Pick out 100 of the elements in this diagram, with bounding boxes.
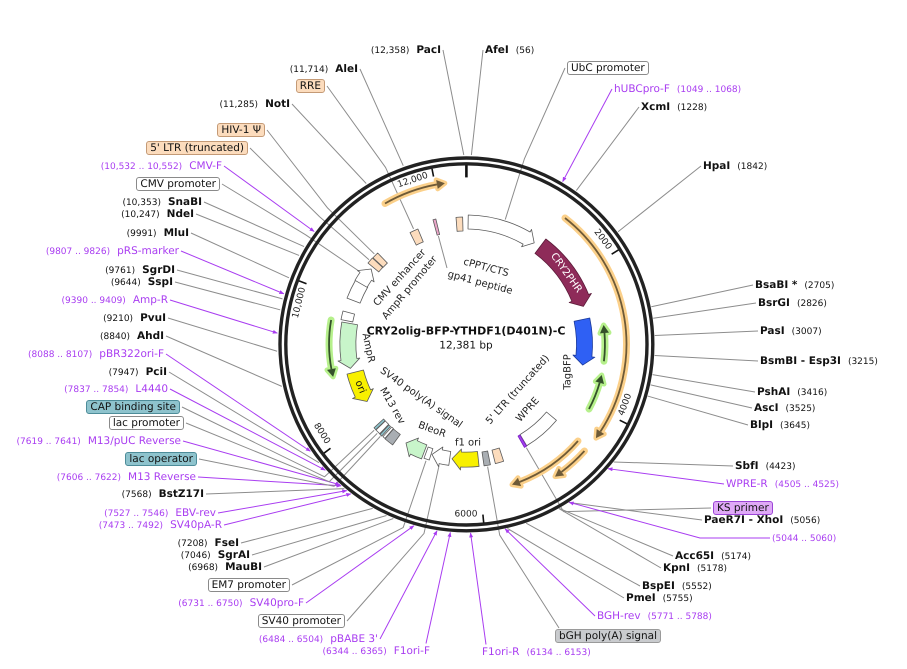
feature-label: lac operator xyxy=(125,452,197,466)
restriction-site-label: PaeR7I - XhoI (5056) xyxy=(704,514,820,526)
leader-line xyxy=(166,354,311,452)
leader-line xyxy=(250,148,370,260)
leader-line xyxy=(252,514,387,556)
restriction-site-label: BspEI (5552) xyxy=(642,580,712,592)
feature-label: bGH poly(A) signal xyxy=(555,629,662,643)
leader-line xyxy=(206,488,345,494)
feature-block xyxy=(375,420,390,436)
feature-block xyxy=(379,424,392,438)
primer-label: (7527 .. 7546) EBV-rev xyxy=(104,506,216,520)
restriction-site-label: AfeI (56) xyxy=(485,44,534,56)
restriction-site-label: BsmBI - Esp3I (3215) xyxy=(760,354,878,368)
leader-line xyxy=(182,440,340,486)
leader-line xyxy=(470,50,484,156)
feature-name: TagBFP xyxy=(562,354,574,390)
primer-label: (5044 .. 5060) xyxy=(772,532,836,544)
restriction-site-label: (9761) SgrDI xyxy=(105,264,175,276)
restriction-site-label: Acc65I (5174) xyxy=(675,550,752,562)
leader-line xyxy=(652,302,756,319)
leader-line xyxy=(504,68,566,220)
primer-label: hUBCpro-F (1049 .. 1068) xyxy=(614,82,742,96)
leader-line xyxy=(650,284,754,308)
feature-block xyxy=(481,450,492,467)
leader-line xyxy=(360,68,404,166)
primer-label: (9390 .. 9409) Amp-R xyxy=(62,294,168,306)
leader-line xyxy=(568,502,770,538)
leader-line xyxy=(650,384,752,408)
leader-line xyxy=(176,270,283,300)
restriction-site-label: (6968) MauBI xyxy=(188,560,262,574)
leader-line xyxy=(306,525,414,604)
restriction-site-label: KpnI (5178) xyxy=(663,562,727,574)
primer-label: WPRE-R (4505 .. 4525) xyxy=(726,478,840,490)
primer-label: (7606 .. 7622) M13 Reverse xyxy=(56,470,196,484)
directional-feature xyxy=(354,268,376,288)
restriction-site-label: PshAI (3416) xyxy=(757,386,828,398)
leader-line xyxy=(613,461,734,466)
leader-line xyxy=(487,466,560,628)
feature-label: lac promoter xyxy=(108,416,184,430)
restriction-site-label: (12,358) PacI xyxy=(370,44,441,56)
directional-feature xyxy=(467,214,536,248)
scale-label: 10,000 xyxy=(290,286,309,320)
leader-line xyxy=(222,184,360,272)
leader-line xyxy=(170,300,278,334)
leader-line xyxy=(442,50,464,156)
leader-line xyxy=(647,396,748,426)
leader-line xyxy=(218,489,348,514)
leader-line xyxy=(266,130,375,254)
feature-block xyxy=(367,257,384,274)
leader-line xyxy=(608,467,724,484)
leader-line xyxy=(654,354,758,362)
primer-label: (6344 .. 6365) F1ori-F xyxy=(322,644,430,658)
primer-label: (7837 .. 7854) L4440 xyxy=(64,382,168,396)
restriction-site-label: BlpI (3645) xyxy=(750,418,810,432)
feature-label: KS primer xyxy=(713,501,773,515)
primer-label: BGH-rev (5771 .. 5788) xyxy=(597,610,712,622)
feature-label: CMV promoter xyxy=(136,177,220,191)
leader-line xyxy=(526,522,640,586)
leader-line xyxy=(224,166,315,232)
feature-block xyxy=(409,228,424,246)
restriction-site-label: (9210) PvuI xyxy=(103,312,166,324)
feature-block xyxy=(432,218,440,236)
leader-line xyxy=(506,528,624,598)
feature-label: UbC promoter xyxy=(567,61,649,75)
leader-line xyxy=(576,106,640,192)
leader-line xyxy=(196,214,300,256)
leader-line xyxy=(292,104,367,184)
feature-label: EM7 promoter xyxy=(208,578,290,592)
leader-line xyxy=(198,436,381,487)
leader-line xyxy=(240,508,374,544)
leader-line xyxy=(558,508,662,568)
leader-line xyxy=(380,530,438,640)
feature-block xyxy=(422,446,434,462)
feature-block xyxy=(373,418,387,432)
leader-line xyxy=(170,388,326,471)
primer-label: (9807 .. 9826) pRS-marker xyxy=(46,244,179,258)
plasmid-size: 12,381 bp xyxy=(439,340,493,352)
leader-line xyxy=(469,532,486,645)
restriction-site-label: (9991) MluI xyxy=(126,226,189,240)
primer-label: (6484 .. 6504) pBABE 3' xyxy=(258,632,378,646)
restriction-site-label: (7208) FseI xyxy=(178,536,239,550)
restriction-site-label: (7947) PciI xyxy=(108,366,167,378)
restriction-site-label: HpaI (1842) xyxy=(703,160,768,172)
leader-line xyxy=(174,282,281,310)
feature-label: HIV-1 Ψ xyxy=(217,123,265,137)
restriction-site-label: (8840) AhdI xyxy=(100,330,164,342)
leader-line xyxy=(326,86,414,230)
leader-line xyxy=(558,508,674,556)
leader-line xyxy=(204,202,305,248)
restriction-site-label: SbfI (4423) xyxy=(735,460,796,472)
scale-label: 6000 xyxy=(454,510,478,520)
restriction-site-label: PasI (3007) xyxy=(760,324,822,338)
restriction-site-label: AscI (3525) xyxy=(754,402,816,414)
leader-line xyxy=(526,447,712,512)
leader-line xyxy=(652,374,756,392)
leader-line xyxy=(168,318,278,352)
primer-label: F1ori-R (6134 .. 6153) xyxy=(482,646,591,658)
primer-label: (8088 .. 8107) pBR322ori-F xyxy=(28,348,164,360)
leader-line xyxy=(186,422,378,482)
leader-line xyxy=(168,372,320,464)
